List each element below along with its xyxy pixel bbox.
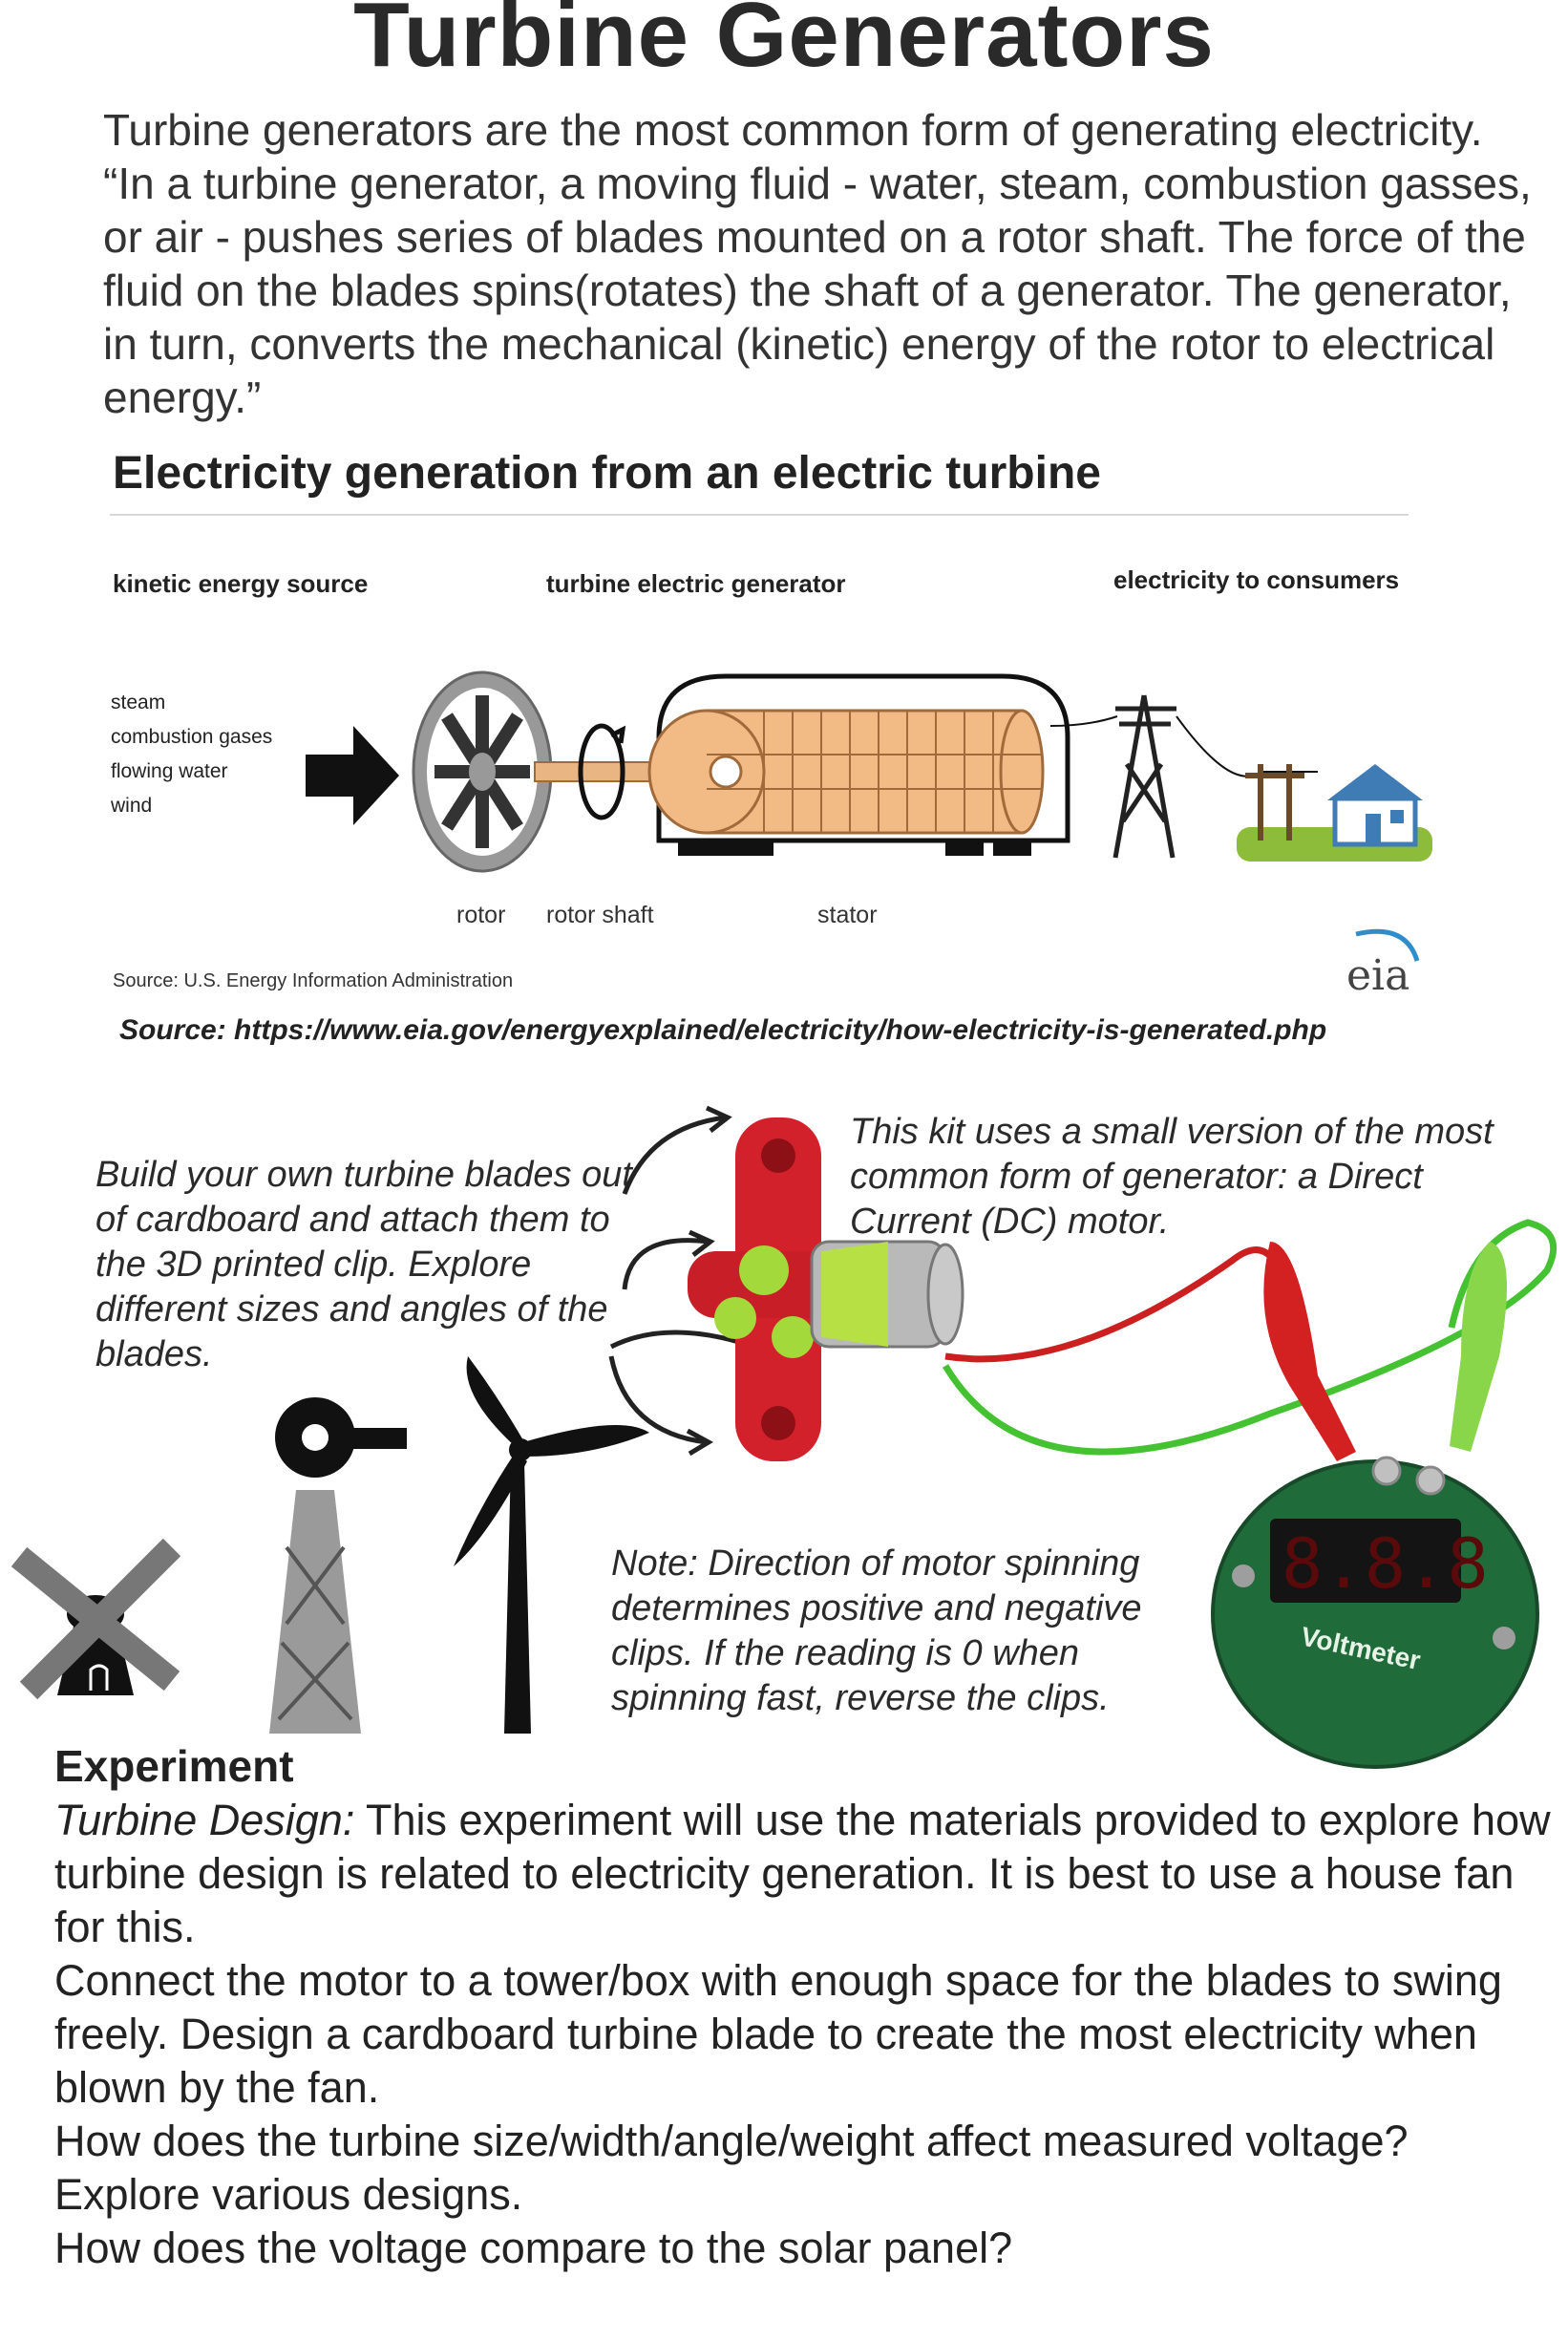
diagram-title: Electricity generation from an electric … xyxy=(113,448,1101,499)
rotor-icon xyxy=(412,670,553,873)
intro-paragraph: Turbine generators are the most common f… xyxy=(103,105,1532,422)
dc-motor-icon xyxy=(810,1240,964,1349)
kit-motor-note: This kit uses a small version of the mos… xyxy=(850,1112,1494,1242)
source-url: Source: https://www.eia.gov/energyexplai… xyxy=(119,1014,1327,1046)
voltmeter-display: 8.8.8 xyxy=(1282,1523,1489,1604)
experiment-intro-text: This experiment will use the materials p… xyxy=(54,1796,1551,1951)
rotor-label: rotor xyxy=(456,902,506,928)
experiment-heading: Experiment xyxy=(54,1741,294,1791)
turbine-design-label: Turbine Design: xyxy=(54,1796,355,1844)
dutch-windmill-icon xyxy=(11,1538,181,1700)
rotation-arrow-icon xyxy=(578,723,626,820)
turbine-diagram: eia xyxy=(306,670,1432,1000)
kinetic-source-heading: kinetic energy source xyxy=(113,569,369,598)
consumers-heading: electricity to consumers xyxy=(1113,565,1400,594)
kit-illustration: 8.8.8 Voltmeter xyxy=(11,1105,1557,1769)
diagram-credit: Source: U.S. Energy Information Administ… xyxy=(113,970,514,991)
utility-pole-icon xyxy=(1245,764,1304,841)
source-combustion-gases: combustion gases xyxy=(111,726,273,748)
experiment-paragraph-2: Connect the motor to a tower/box with en… xyxy=(54,1956,1502,2112)
build-blades-note: Build your own turbine blades out of car… xyxy=(95,1155,632,1374)
red-wire xyxy=(944,1246,1293,1363)
direction-note: Note: Direction of motor spinning determ… xyxy=(611,1543,1142,1718)
stator-icon xyxy=(647,709,1045,835)
diagram-divider xyxy=(110,514,1409,516)
wind-arrow-icon xyxy=(306,726,399,825)
page-title: Turbine Generators xyxy=(353,0,1215,86)
source-wind: wind xyxy=(111,795,153,817)
wind-turbine-icon xyxy=(454,1356,649,1734)
eia-logo-text: eia xyxy=(1346,951,1409,1000)
house-icon xyxy=(1327,764,1423,847)
experiment-body: Turbine Design: This experiment will use… xyxy=(54,1794,1563,2275)
rotor-shaft-label: rotor shaft xyxy=(546,902,654,928)
source-steam: steam xyxy=(111,692,166,713)
source-flowing-water: flowing water xyxy=(111,760,228,782)
voltmeter-board: 8.8.8 Voltmeter xyxy=(1211,1456,1539,1769)
generator-heading: turbine electric generator xyxy=(546,569,846,598)
farm-windmill-icon xyxy=(269,1397,407,1734)
red-alligator-clip-icon xyxy=(1263,1242,1356,1461)
eia-logo-icon: eia xyxy=(1346,928,1420,1000)
stator-label: stator xyxy=(817,902,878,928)
experiment-paragraph-4: How does the voltage compare to the sola… xyxy=(54,2224,1013,2272)
experiment-paragraph-1: Turbine Design: This experiment will use… xyxy=(54,1794,1563,1954)
experiment-paragraph-3: How does the turbine size/width/angle/we… xyxy=(54,2117,1409,2219)
power-tower-icon xyxy=(1112,694,1176,859)
green-alligator-clip-icon xyxy=(1450,1242,1507,1452)
